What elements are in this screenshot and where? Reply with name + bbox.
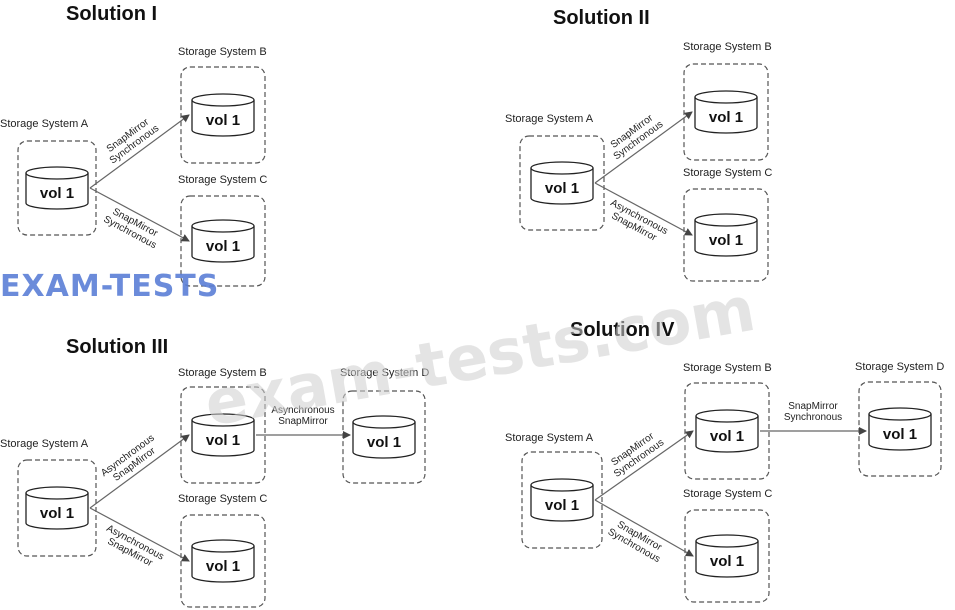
volume-cylinder-icon [530,161,594,205]
storage-system-c-label: Storage System C [683,167,772,179]
volume-cylinder-icon [530,478,594,522]
storage-system-c-volume: vol 1 [206,558,240,575]
volume-cylinder-icon [191,413,255,457]
storage-system-d-label: Storage System D [340,367,429,379]
solution-title: Solution I [66,3,157,25]
replication-link-d-label: Synchronous [784,412,842,423]
storage-system-c-label: Storage System C [178,174,267,186]
replication-link-b-arrow [594,111,693,184]
storage-system-b-volume: vol 1 [206,432,240,449]
storage-system-a-label: Storage System A [0,118,89,130]
storage-system-a-box [17,459,97,557]
watermark-logo: EXAM-TESTS [0,269,219,304]
volume-cylinder-icon [352,415,416,459]
volume-cylinder-icon [694,213,758,257]
storage-system-c-volume: vol 1 [709,232,743,249]
storage-system-a-volume: vol 1 [40,505,74,522]
volume-cylinder-icon [191,219,255,263]
solution-title: Solution II [553,7,650,29]
volume-cylinder-icon [191,93,255,137]
volume-cylinder-icon [25,166,89,210]
storage-system-c-box [683,188,769,282]
storage-system-d-volume: vol 1 [883,426,917,443]
replication-link-b-arrow [594,430,694,501]
replication-link-d-label: SnapMirror [278,416,328,427]
replication-link-c-arrow [89,507,190,562]
storage-system-a-volume: vol 1 [545,497,579,514]
replication-link-b-arrow [89,434,190,509]
storage-system-a-volume: vol 1 [40,185,74,202]
storage-system-b-volume: vol 1 [710,428,744,445]
storage-system-b-label: Storage System B [178,367,267,379]
replication-link-c-arrow [594,182,693,236]
volume-cylinder-icon [191,539,255,583]
storage-system-b-label: Storage System B [683,362,772,374]
volume-cylinder-icon [25,486,89,530]
storage-system-a-volume: vol 1 [545,180,579,197]
storage-system-c-label: Storage System C [683,488,772,500]
storage-system-b-volume: vol 1 [709,109,743,126]
volume-cylinder-icon [868,407,932,451]
storage-system-c-box [684,509,770,603]
storage-system-a-box [521,451,603,549]
storage-system-a-label: Storage System A [505,432,594,444]
storage-system-a-box [17,140,97,236]
storage-system-c-label: Storage System C [178,493,267,505]
watermark-large: exam-tests.com [199,272,760,441]
replication-link-d-label: SnapMirror [788,401,838,412]
replication-link-c-arrow [89,187,190,242]
solution-title: Solution IV [570,319,675,341]
volume-cylinder-icon [695,534,759,578]
replication-link-c-arrow [594,499,694,557]
storage-system-b-label: Storage System B [683,41,772,53]
storage-system-c-box [180,514,266,608]
storage-system-a-label: Storage System A [505,113,594,125]
solution-panel-1: Solution I Storage System A vol 1 Storage S… [0,3,267,287]
storage-system-a-box [519,135,605,231]
solution-title: Solution III [66,336,168,358]
solution-panel-2: Solution II Storage System A vol 1 Storage … [505,7,772,282]
storage-system-d-volume: vol 1 [367,434,401,451]
volume-cylinder-icon [695,409,759,453]
storage-system-c-volume: vol 1 [206,238,240,255]
volume-cylinder-icon [694,90,758,134]
storage-system-b-label: Storage System B [178,46,267,58]
storage-system-b-volume: vol 1 [206,112,240,129]
replication-link-b-arrow [89,114,190,189]
storage-system-c-volume: vol 1 [710,553,744,570]
replication-link-d-label: Asynchronous [271,405,334,416]
storage-system-a-label: Storage System A [0,438,89,450]
storage-system-d-label: Storage System D [855,361,944,373]
